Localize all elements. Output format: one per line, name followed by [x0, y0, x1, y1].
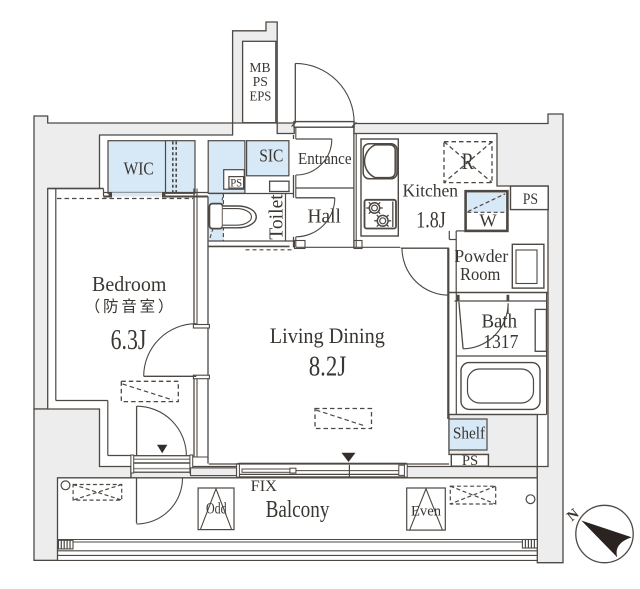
- svg-text:SIC: SIC: [259, 146, 283, 166]
- svg-text:Powder: Powder: [454, 246, 508, 266]
- svg-text:PS: PS: [462, 453, 478, 469]
- svg-text:Room: Room: [460, 264, 500, 284]
- svg-text:Odd: Odd: [206, 500, 227, 517]
- svg-text:Kitchen: Kitchen: [403, 180, 459, 200]
- svg-text:Even: Even: [411, 504, 441, 520]
- svg-text:PS: PS: [523, 191, 538, 208]
- svg-text:EPS: EPS: [249, 88, 271, 103]
- svg-text:Entrance: Entrance: [298, 149, 352, 168]
- svg-text:MB: MB: [249, 60, 270, 75]
- svg-text:1317: 1317: [483, 331, 518, 353]
- svg-text:Shelf: Shelf: [453, 423, 486, 442]
- svg-text:8.2J: 8.2J: [309, 352, 347, 383]
- svg-text:Toilet: Toilet: [267, 194, 288, 240]
- svg-text:Hall: Hall: [308, 206, 342, 228]
- svg-text:6.3J: 6.3J: [111, 325, 147, 356]
- svg-text:（防音室）: （防音室）: [85, 298, 177, 316]
- svg-text:FIX: FIX: [251, 478, 278, 495]
- svg-text:PS: PS: [253, 74, 268, 89]
- svg-text:WIC: WIC: [124, 159, 154, 179]
- svg-text:Living Dining: Living Dining: [270, 323, 385, 348]
- svg-text:PS: PS: [230, 177, 242, 189]
- svg-text:W: W: [479, 211, 497, 231]
- svg-text:Bedroom: Bedroom: [92, 272, 167, 296]
- svg-text:Bath: Bath: [481, 310, 517, 332]
- svg-text:Balcony: Balcony: [266, 497, 330, 523]
- svg-text:1.8J: 1.8J: [416, 208, 446, 233]
- svg-text:R: R: [462, 149, 475, 174]
